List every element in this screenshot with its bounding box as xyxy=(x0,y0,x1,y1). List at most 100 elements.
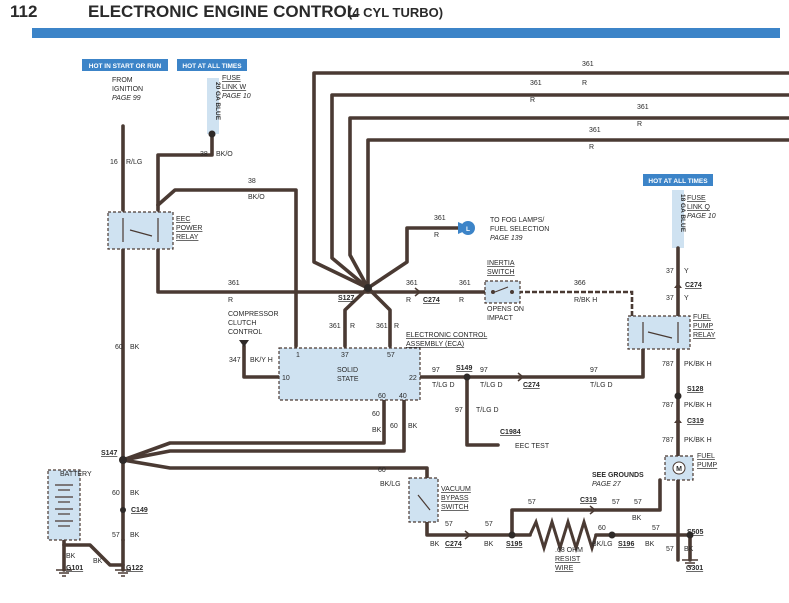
solid-state-eca xyxy=(278,347,421,401)
label-comp1: COMPRESSOR xyxy=(228,311,279,318)
label-page99: PAGE 99 xyxy=(112,95,141,102)
label-w57d: 57 xyxy=(445,521,453,528)
label-comp3: CONTROL xyxy=(228,329,262,336)
label-w361a: 361 xyxy=(582,61,594,68)
label-resist2: RESIST xyxy=(555,556,581,563)
label-w787bc: PK/BK H xyxy=(684,402,712,409)
inertia-contact-a xyxy=(491,290,495,294)
fog-badge-text: L xyxy=(466,226,470,233)
label-w97d: 97 xyxy=(455,407,463,414)
fuse-link-w-gauge: 20 GA BLUE xyxy=(214,82,221,121)
ground-symbols xyxy=(56,559,698,577)
label-w97ac: T/LG D xyxy=(432,382,455,389)
label-fuse-w2: LINK W xyxy=(222,84,247,91)
inertia-switch xyxy=(484,280,521,304)
label-pin22: 22 xyxy=(409,375,417,382)
label-w57a: 57 xyxy=(112,532,120,539)
label-w347: 347 xyxy=(229,357,241,364)
label-c274c: C274 xyxy=(523,382,540,389)
label-w57h: 57 xyxy=(666,546,674,553)
label-g122: G122 xyxy=(126,565,143,572)
label-w38ac: BK/O xyxy=(216,151,233,158)
fuel-pump-motor xyxy=(672,461,686,475)
label-w366: 366 xyxy=(574,280,586,287)
label-w57g: 57 xyxy=(652,525,660,532)
label-s505: S505 xyxy=(687,529,703,536)
tag-hot-all-times-1-text: HOT AT ALL TIMES xyxy=(182,63,242,70)
label-w97c: 97 xyxy=(590,367,598,374)
label-w97dc: T/LG D xyxy=(476,407,499,414)
label-w361d: 361 xyxy=(589,127,601,134)
label-grounds2: PAGE 27 xyxy=(592,481,622,488)
eec-relay-contacts xyxy=(122,218,159,242)
label-w60fc: BK/LG xyxy=(592,541,613,548)
fuel-pump-relay-contacts xyxy=(642,322,679,343)
label-w60ac: BK xyxy=(130,344,140,351)
label-page10b: PAGE 10 xyxy=(687,213,716,220)
label-w787b: 787 xyxy=(662,402,674,409)
label-solid1: SOLID xyxy=(337,367,358,374)
label-bk-c: BK xyxy=(645,541,655,548)
label-pin10: 10 xyxy=(282,375,290,382)
inertia-switch-arm xyxy=(494,286,509,293)
label-w60f: 60 xyxy=(598,525,606,532)
fog-badge xyxy=(461,221,475,235)
label-w361c: 361 xyxy=(637,104,649,111)
label-w60cc: BK xyxy=(408,423,418,430)
label-fuse-q2: LINK Q xyxy=(687,204,711,211)
label-vb3: SWITCH xyxy=(441,504,469,511)
label-w361hr: R xyxy=(459,297,464,304)
tag-hot-start-run xyxy=(82,59,168,71)
eec-power-relay xyxy=(107,211,174,250)
label-w37ac: Y xyxy=(684,268,689,275)
label-inertia3: OPENS ON xyxy=(487,306,524,313)
label-w361jr: R xyxy=(394,323,399,330)
label-w60c: 60 xyxy=(390,423,398,430)
label-c274a: C274 xyxy=(423,297,440,304)
label-w38a: 38 xyxy=(200,151,208,158)
label-w60ec: BK/LG xyxy=(380,481,401,488)
label-w361g: 361 xyxy=(406,280,418,287)
label-eec3: RELAY xyxy=(176,234,199,241)
label-eec1: EEC xyxy=(176,216,190,223)
label-w57hc: BK xyxy=(684,546,694,553)
label-w60a: 60 xyxy=(115,344,123,351)
vacuum-bypass-switch xyxy=(408,477,439,523)
labels: FROM IGNITION PAGE 99 FUSE LINK W PAGE 1… xyxy=(60,61,718,572)
label-w361fr: R xyxy=(228,297,233,304)
label-s195: S195 xyxy=(506,541,522,548)
label-w60e: 60 xyxy=(378,467,386,474)
label-solid2: STATE xyxy=(337,376,359,383)
label-resist3: WIRE xyxy=(555,565,574,572)
label-bk-g122: BK xyxy=(93,558,103,565)
label-w787ac: PK/BK H xyxy=(684,361,712,368)
label-w97a: 97 xyxy=(432,367,440,374)
label-c1984: C1984 xyxy=(500,429,521,436)
label-s147: S147 xyxy=(101,450,117,457)
splices xyxy=(119,130,694,539)
battery-cells xyxy=(55,484,73,527)
connector-symbols xyxy=(414,283,682,540)
resist-wire-symbol xyxy=(528,516,598,554)
label-eectest: EEC TEST xyxy=(515,443,550,450)
wires xyxy=(62,71,789,572)
label-fog2: FUEL SELECTION xyxy=(490,226,549,233)
label-w361i: 361 xyxy=(329,323,341,330)
label-w361f: 361 xyxy=(228,280,240,287)
label-s128: S128 xyxy=(687,386,703,393)
label-grounds1: SEE GROUNDS xyxy=(592,472,644,479)
inertia-contact-b xyxy=(510,290,514,294)
label-w57e: 57 xyxy=(485,521,493,528)
label-w60d: 60 xyxy=(112,490,120,497)
vacuum-switch-arm xyxy=(417,494,431,511)
label-inertia1: INERTIA xyxy=(487,260,515,267)
label-fp1: FUEL xyxy=(697,453,715,460)
label-w16: 16 xyxy=(110,159,118,166)
label-s127: S127 xyxy=(338,295,354,302)
label-w361ir: R xyxy=(350,323,355,330)
label-w361j: 361 xyxy=(376,323,388,330)
label-w361gr: R xyxy=(406,297,411,304)
fuse-link-q-strip xyxy=(672,190,684,248)
label-w787cc: PK/BK H xyxy=(684,437,712,444)
label-c149: C149 xyxy=(131,507,148,514)
